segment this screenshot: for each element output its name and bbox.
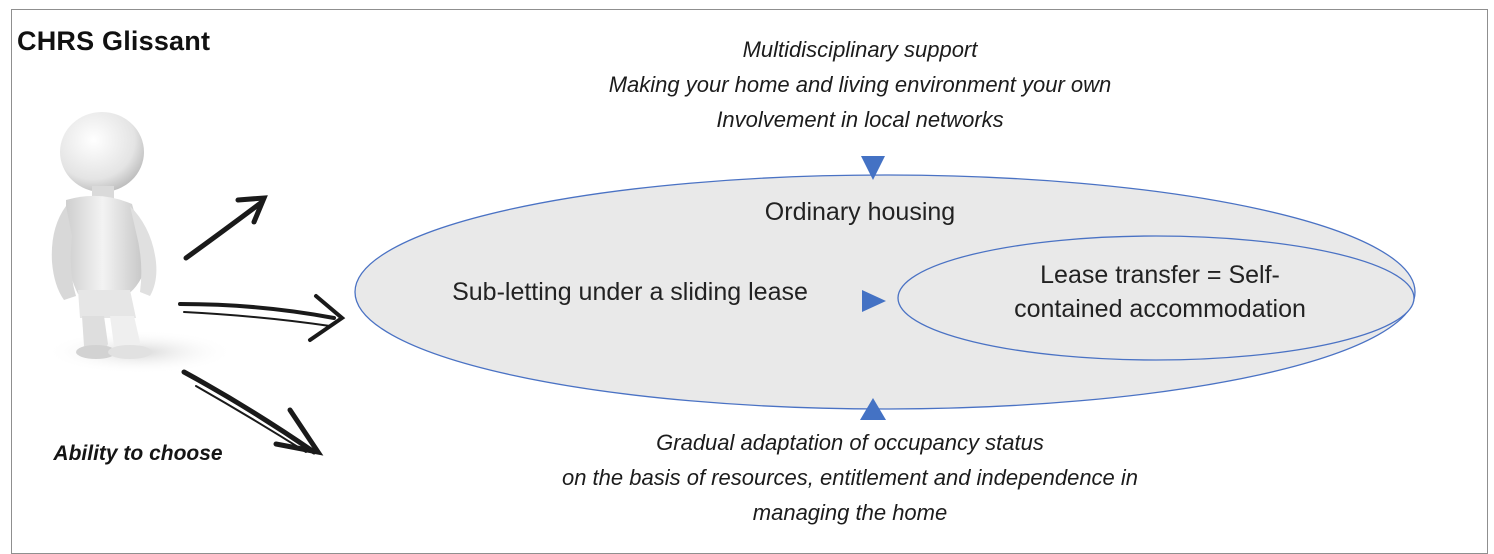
diagram-title: CHRS Glissant (17, 26, 211, 56)
triangle-up-icon (860, 398, 886, 420)
bottom-notes: Gradual adaptation of occupancy status o… (400, 425, 1300, 530)
person-figure-icon (45, 112, 235, 374)
arrow-icon (178, 195, 346, 456)
bottom-note: on the basis of resources, entitlement a… (561, 465, 1139, 490)
lease-transfer-label: Lease transfer = Self-contained accommod… (1014, 261, 1306, 323)
bottom-note: Gradual adaptation of occupancy status (656, 430, 1044, 455)
ordinary-housing-label: Ordinary housing (764, 198, 956, 226)
lease-transfer-ellipse (897, 235, 1415, 361)
top-note: Multidisciplinary support (742, 37, 978, 62)
bottom-note: managing the home (752, 500, 948, 525)
top-note: Making your home and living environment … (608, 72, 1112, 97)
sub-letting-label: Sub-letting under a sliding lease (452, 278, 808, 306)
top-notes: Multidisciplinary support Making your ho… (430, 32, 1290, 137)
triangle-right-icon (862, 290, 886, 312)
ability-to-choose-label: Ability to choose (53, 442, 223, 465)
triangle-down-icon (861, 156, 885, 180)
top-note: Involvement in local networks (716, 107, 1004, 132)
